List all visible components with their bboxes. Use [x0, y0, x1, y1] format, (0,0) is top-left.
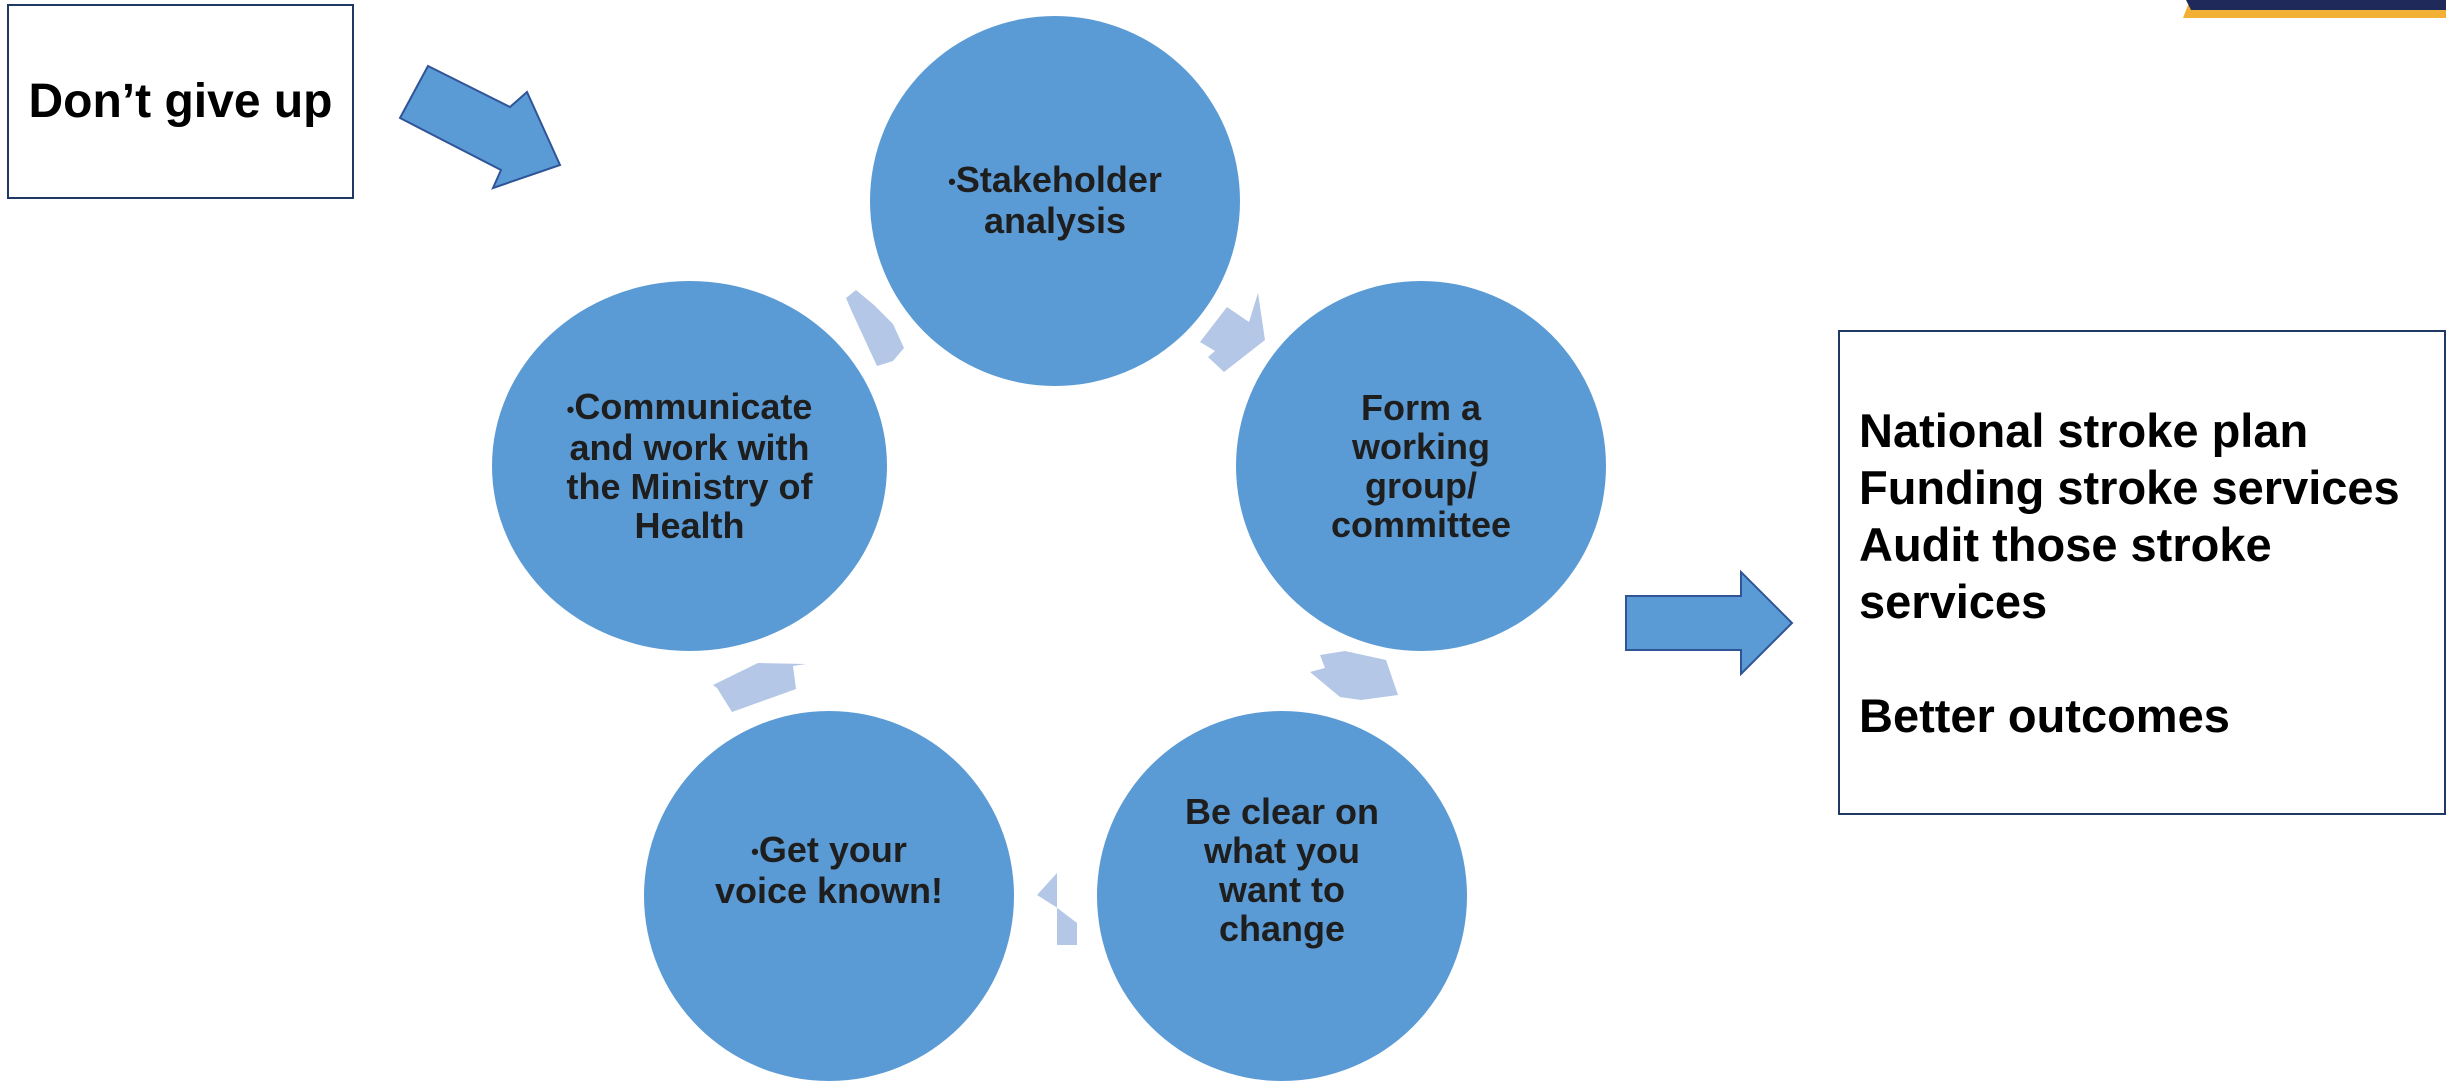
diagonal-arrow-icon: [398, 64, 562, 190]
cycle-arrow-clear-to-voice-icon: [1037, 873, 1077, 945]
bullet-icon: •: [948, 169, 956, 195]
logo: [2183, 0, 2446, 18]
working-group-label: Form a working group/ committee: [1330, 387, 1512, 545]
cycle-arrow-comm-to-stake-icon: [846, 290, 904, 366]
outcome-line: National stroke plan: [1859, 404, 2309, 457]
outcome-line: Audit those stroke services: [1859, 518, 2285, 628]
stakeholder-analysis-circle: •Stakeholder analysis: [870, 16, 1240, 386]
outcome-line: Funding stroke services: [1859, 461, 2400, 514]
dont-give-up-text: Don’t give up: [28, 75, 333, 128]
voice-known-label: Get your voice known!: [714, 828, 944, 912]
outcomes-box: National stroke plan Funding stroke serv…: [1838, 330, 2446, 815]
cycle-arrow-stake-to-form-icon: [1200, 293, 1265, 372]
stakeholder-analysis-label: Stakeholder analysis: [955, 158, 1162, 242]
bullet-icon: •: [566, 396, 575, 422]
be-clear-circle: Be clear on what you want to change: [1097, 711, 1467, 1081]
cycle-arrow-form-to-clear-icon: [1310, 651, 1398, 700]
voice-known-circle: •Get your voice known!: [644, 711, 1014, 1081]
right-arrow-icon: [1625, 569, 1794, 677]
working-group-circle: Form a working group/ committee: [1236, 281, 1606, 651]
outcome-spacer: [1859, 630, 2444, 687]
outcome-line: Better outcomes: [1859, 689, 2230, 742]
communicate-ministry-circle: •Communicate and work with the Ministry …: [492, 281, 887, 651]
communicate-ministry-label: Communicate and work with the Ministry o…: [566, 385, 813, 547]
bullet-icon: •: [751, 839, 759, 865]
be-clear-label: Be clear on what you want to change: [1184, 791, 1380, 949]
dont-give-up-box: Don’t give up: [7, 4, 354, 199]
cycle-arrow-voice-to-comm-icon: [713, 663, 806, 712]
